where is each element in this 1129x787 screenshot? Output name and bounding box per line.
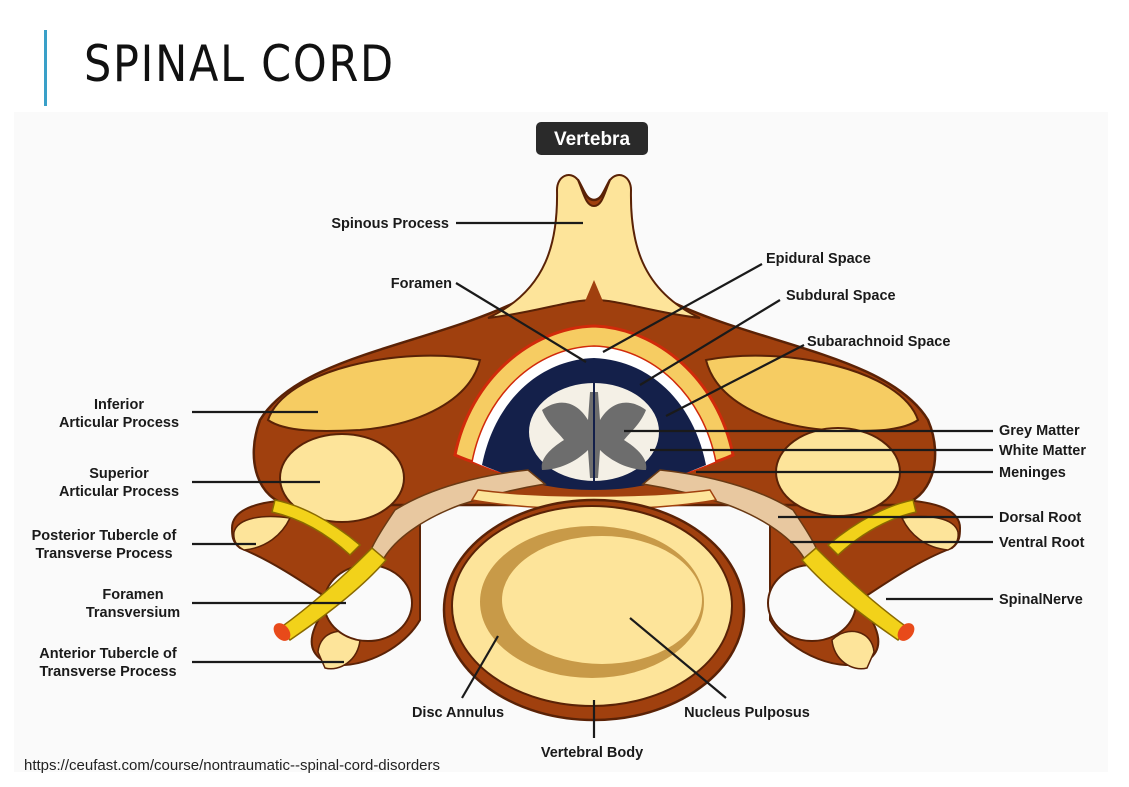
label-anterior-tubercle-line2: Transverse Process xyxy=(39,664,176,680)
right-anterior-tubercle xyxy=(831,630,875,670)
leader-nucleus-pulposus xyxy=(629,617,727,699)
label-spinous-process: Spinous Process xyxy=(331,216,449,232)
spinous-process xyxy=(487,174,701,319)
label-posterior-tubercle-line2: Transverse Process xyxy=(35,546,172,562)
label-epidural-space: Epidural Space xyxy=(766,251,871,267)
heading-pill xyxy=(536,122,648,155)
left-inferior-articular-process xyxy=(266,354,482,432)
leader-epidural-space xyxy=(602,263,763,353)
left-spinal-nerve xyxy=(278,546,388,642)
label-posterior-tubercle-line1: Posterior Tubercle of xyxy=(32,528,177,544)
spinous-ridge xyxy=(578,280,610,318)
slide-title: SPINAL CORD xyxy=(84,35,395,93)
label-subdural-space: Subdural Space xyxy=(786,288,896,304)
leader-disc-annulus xyxy=(461,635,499,699)
label-subarachnoid-space: Subarachnoid Space xyxy=(807,334,950,350)
label-nucleus-pulposus: Nucleus Pulposus xyxy=(684,705,810,721)
label-superior-articular-line2: Articular Process xyxy=(59,484,179,500)
label-white-matter: White Matter xyxy=(999,443,1086,459)
label-disc-annulus: Disc Annulus xyxy=(412,705,504,721)
label-inferior-articular-line1: Inferior xyxy=(94,397,144,413)
right-spinal-nerve xyxy=(800,546,910,642)
label-foramen-transversium-line1: Foramen xyxy=(102,587,163,603)
left-posterior-tubercle xyxy=(233,515,292,551)
left-superior-articular-process xyxy=(279,433,405,523)
left-nerve-cut xyxy=(273,623,291,641)
nucleus-pulposus xyxy=(502,536,702,664)
vertebra-diagram: Vertebra Spinous Process Foramen Epidura… xyxy=(32,122,1087,761)
label-spinal-nerve: SpinalNerve xyxy=(999,592,1083,608)
label-dorsal-root: Dorsal Root xyxy=(999,510,1081,526)
leader-subarachnoid-space xyxy=(665,344,805,417)
label-superior-articular-line1: Superior xyxy=(89,466,149,482)
label-foramen: Foramen xyxy=(391,276,452,292)
label-ventral-root: Ventral Root xyxy=(999,535,1085,551)
title-accent-bar xyxy=(44,30,47,106)
label-anterior-tubercle-line1: Anterior Tubercle of xyxy=(39,646,177,662)
label-inferior-articular-line2: Articular Process xyxy=(59,415,179,431)
source-url: https://ceufast.com/course/nontraumatic-… xyxy=(24,757,441,774)
label-foramen-transversium-line2: Transversium xyxy=(86,605,180,621)
leader-lines xyxy=(192,221,993,738)
vertebra-illustration xyxy=(230,174,962,722)
label-vertebral-body: Vertebral Body xyxy=(541,745,643,761)
label-grey-matter: Grey Matter xyxy=(999,423,1080,439)
leader-foramen xyxy=(455,282,587,363)
left-nerve-branch xyxy=(271,499,362,557)
label-meninges: Meninges xyxy=(999,465,1066,481)
diagram-heading: Vertebra xyxy=(536,122,648,155)
labels: Spinous Process Foramen Epidural Space S… xyxy=(32,216,1087,761)
leader-subdural-space xyxy=(639,299,781,386)
diagram-panel: Vertebra Spinous Process Foramen Epidura… xyxy=(14,112,1108,772)
heading-text: Vertebra xyxy=(554,129,630,150)
right-nerve-cut xyxy=(897,623,915,641)
